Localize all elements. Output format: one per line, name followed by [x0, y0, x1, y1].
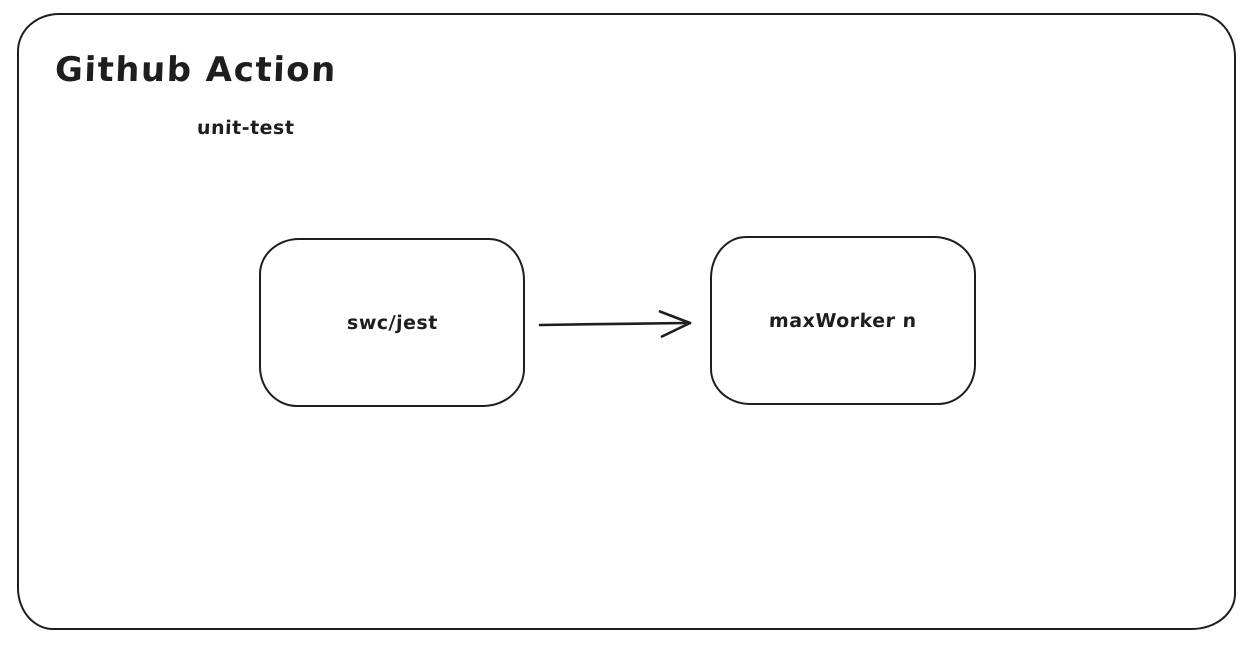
node-maxworker-n-label: maxWorker n	[768, 309, 918, 332]
diagram-subtitle: unit-test	[196, 117, 295, 139]
node-maxworker-n: maxWorker n	[710, 236, 976, 405]
node-swc-jest: swc/jest	[259, 238, 525, 407]
arrow-right-icon	[538, 310, 692, 338]
node-swc-jest-label: swc/jest	[346, 311, 438, 334]
diagram-title: Github Action	[54, 50, 338, 90]
diagram-frame	[17, 13, 1236, 630]
